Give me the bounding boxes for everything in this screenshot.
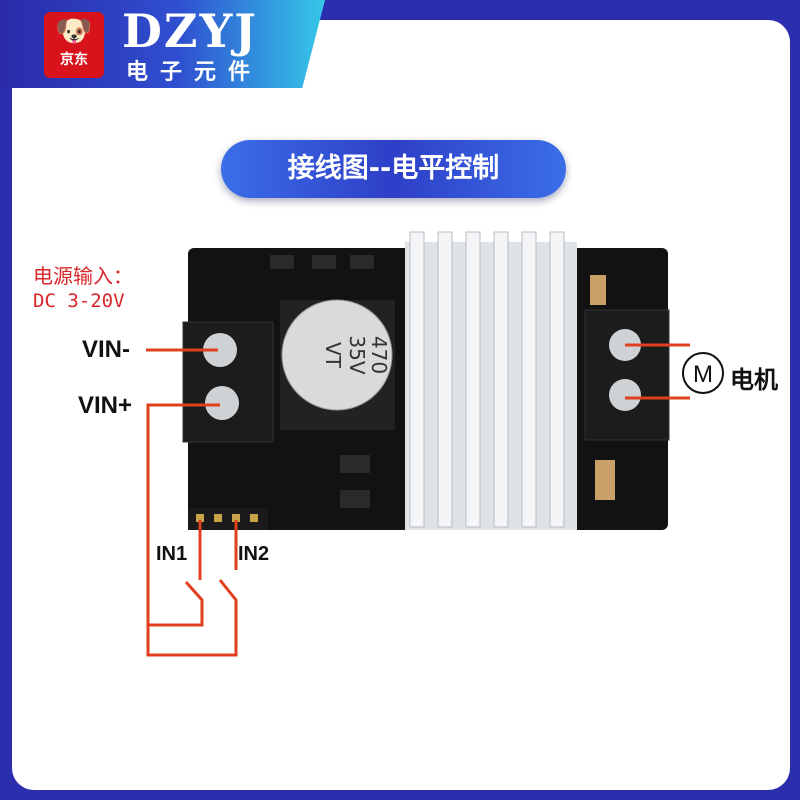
brand-name: DZYJ (122, 4, 259, 58)
in1-label: IN1 (156, 543, 188, 565)
wires (146, 343, 690, 657)
heatsink (405, 231, 577, 530)
input-terminal-block (182, 321, 274, 443)
screw-vin-pos (205, 386, 239, 420)
power-input-range: DC 3-20V (33, 290, 125, 312)
capacitor-value: 470 (367, 336, 391, 374)
vin-neg-label: VIN- (82, 336, 130, 363)
power-input-label: 电源输入： (33, 264, 133, 288)
brand-banner: 🐶 京东 DZYJ 电子元件 (0, 0, 325, 88)
in2-label: IN2 (238, 543, 270, 565)
output-terminal-block (584, 309, 670, 441)
header-pins (188, 508, 268, 530)
vin-pos-label: VIN+ (78, 392, 133, 419)
dog-mascot-icon: 🐶 (55, 14, 93, 49)
motor-symbol (682, 352, 724, 394)
capacitor: 470 35V VT (280, 299, 395, 430)
screw-vin-neg (203, 333, 237, 367)
capacitor-voltage: 35V (345, 335, 369, 374)
page-title: 接线图--电平控制 (221, 140, 566, 198)
board-components (270, 255, 615, 508)
brand-subtitle: 电子元件 (126, 60, 263, 85)
motor-label: 电机 (730, 366, 778, 394)
logo-text: 京东 (60, 52, 88, 68)
screw-motor-b (609, 379, 641, 411)
capacitor-series: VT (321, 342, 345, 369)
jd-logo: 🐶 京东 (44, 12, 104, 78)
motor-symbol-letter: M (693, 361, 713, 388)
